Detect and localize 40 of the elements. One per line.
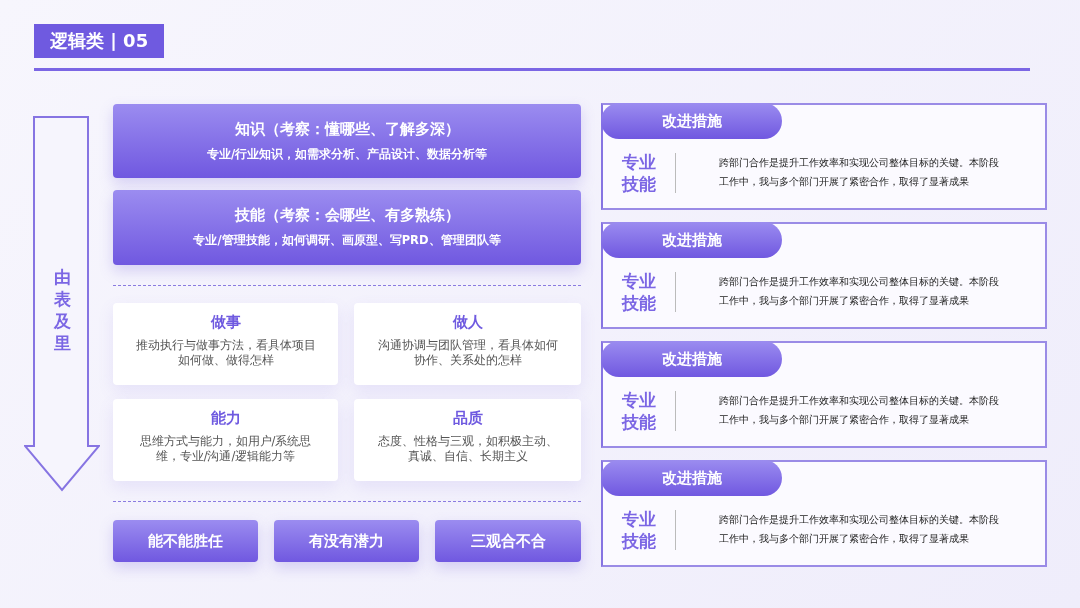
card-heading: 能力 bbox=[209, 409, 242, 428]
trait-card bbox=[354, 303, 581, 385]
description-text: 跨部门合作是提升工作效率和实现公司整体目标的关键。本阶段工作中，我与多个部门开展了紧密合作，取得了显著成果 bbox=[719, 275, 1000, 308]
vertical-label: 由表及里 bbox=[52, 266, 72, 354]
trait-card bbox=[113, 303, 338, 385]
card-text: 思维方式与能力，如用户/系统思维，专业/沟通/逻辑能力等 bbox=[138, 434, 313, 464]
side-label: 专业技能 bbox=[620, 151, 657, 195]
banner-heading: 知识（考察：懂哪些、了解多深） bbox=[233, 120, 461, 139]
heading-pill: 改进措施 bbox=[601, 341, 782, 377]
side-label: 专业技能 bbox=[620, 389, 657, 433]
card-heading: 品质 bbox=[451, 409, 484, 428]
category-banner bbox=[113, 190, 581, 265]
question-bar: 三观合不合 bbox=[435, 520, 581, 562]
description-text: 跨部门合作是提升工作效率和实现公司整体目标的关键。本阶段工作中，我与多个部门开展了紧密合作，取得了显著成果 bbox=[719, 513, 1000, 546]
card-heading: 做人 bbox=[451, 313, 484, 332]
improvement-card bbox=[601, 103, 1047, 210]
question-bar: 有没有潜力 bbox=[274, 520, 419, 562]
card-text: 推动执行与做事方法，看具体项目如何做、做得怎样 bbox=[134, 338, 317, 368]
description-text: 跨部门合作是提升工作效率和实现公司整体目标的关键。本阶段工作中，我与多个部门开展了紧密合作，取得了显著成果 bbox=[719, 156, 1000, 189]
description-text: 跨部门合作是提升工作效率和实现公司整体目标的关键。本阶段工作中，我与多个部门开展了紧密合作，取得了显著成果 bbox=[719, 394, 1000, 427]
card-heading: 做事 bbox=[209, 313, 242, 332]
heading-pill: 改进措施 bbox=[601, 103, 782, 139]
card-text: 沟通协调与团队管理，看具体如何协作、关系处的怎样 bbox=[376, 338, 559, 368]
heading-pill: 改进措施 bbox=[601, 222, 782, 258]
side-label: 专业技能 bbox=[620, 508, 657, 552]
trait-card bbox=[354, 399, 581, 481]
banner-text: 专业/行业知识，如需求分析、产品设计、数据分析等 bbox=[205, 147, 489, 162]
improvement-card bbox=[601, 341, 1047, 448]
down-arrow-shape bbox=[24, 116, 100, 492]
improvement-card bbox=[601, 222, 1047, 329]
category-banner bbox=[113, 104, 581, 178]
trait-card bbox=[113, 399, 338, 481]
title-banner: 逻辑类 | 05 bbox=[34, 24, 165, 58]
banner-text: 专业/管理技能，如何调研、画原型、写PRD、管理团队等 bbox=[192, 233, 502, 248]
side-label: 专业技能 bbox=[620, 270, 657, 314]
heading-pill: 改进措施 bbox=[601, 460, 782, 496]
question-bar: 能不能胜任 bbox=[113, 520, 258, 562]
card-text: 态度、性格与三观，如积极主动、真诚、自信、长期主义 bbox=[376, 434, 559, 464]
banner-heading: 技能（考察：会哪些、有多熟练） bbox=[233, 206, 461, 225]
improvement-card bbox=[601, 460, 1047, 567]
